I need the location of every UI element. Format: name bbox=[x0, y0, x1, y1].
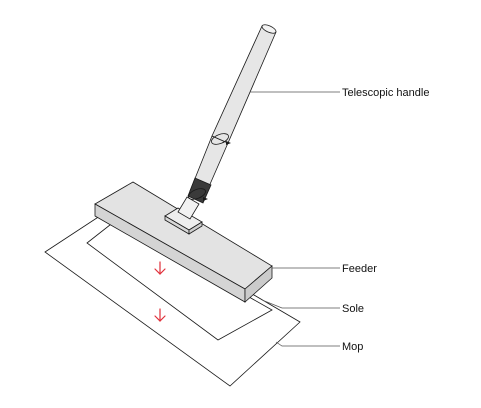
leader-line-mop bbox=[275, 341, 340, 347]
leader-line-sole bbox=[261, 299, 340, 309]
rotation-arrow-icon bbox=[203, 197, 208, 201]
label-sole: Sole bbox=[342, 303, 365, 315]
rotation-arrow-icon bbox=[226, 141, 231, 145]
label-mop: Mop bbox=[342, 341, 364, 353]
sole-plate bbox=[86, 220, 273, 341]
handle-upper-tube bbox=[211, 25, 277, 144]
feeder-block bbox=[94, 181, 273, 303]
down-arrow-icon bbox=[154, 308, 166, 322]
label-feeder: Feeder bbox=[342, 263, 377, 275]
label-telescopic-handle: Telescopic handle bbox=[342, 87, 430, 99]
telescopic-joint-ring bbox=[211, 133, 229, 145]
leader-lines bbox=[250, 91, 340, 347]
grip-collar bbox=[188, 188, 206, 200]
handle-mount bbox=[164, 196, 203, 235]
down-arrow-icon bbox=[154, 261, 166, 275]
handle-grip bbox=[187, 177, 212, 204]
handle-top-cap bbox=[261, 24, 277, 34]
